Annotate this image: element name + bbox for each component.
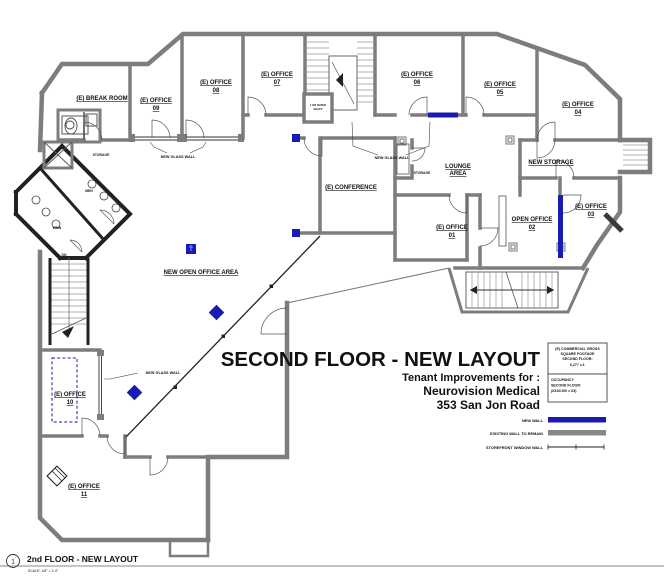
label-office10-name: (E) OFFICE: [54, 392, 86, 398]
sheet-subtitle-1: Tenant Improvements for :: [402, 372, 540, 384]
label-stair-direction: DN: [62, 253, 67, 257]
sheet-subtitle-3: 353 San Jon Road: [437, 398, 540, 412]
door-swings: [81, 96, 582, 476]
stairs-bay: [447, 267, 590, 314]
sheet-number: 1: [11, 559, 15, 566]
footer-label: 2nd FLOOR - NEW LAYOUT: [27, 554, 139, 564]
annotation-new-glass-wall-left: NEW GLASS WALL: [161, 155, 196, 159]
info-sf-line2: SQUARE FOOTAGE: [561, 352, 595, 356]
legend-existing-wall-label: EXISTING WALL TO REMAIN: [490, 431, 543, 436]
info-box: (E) COMMERCIAL GROSS SQUARE FOOTAGE SECO…: [547, 342, 608, 403]
label-office06-name: (E) OFFICE: [401, 72, 433, 78]
label-office07-name: (E) OFFICE: [261, 72, 293, 78]
annotation-new-glass-wall-wing: NEW GLASS WALL: [146, 371, 181, 375]
office03-bay-wall: [603, 212, 624, 233]
column-3: [126, 384, 143, 401]
label-conference: (E) CONFERENCE: [325, 185, 377, 191]
label-office10-num: 10: [67, 400, 74, 406]
new-wall-office03: [558, 195, 563, 258]
column-2: [208, 304, 225, 321]
label-office11-num: 11: [81, 492, 88, 498]
label-new-storage: NEW STORAGE: [528, 160, 573, 166]
label-shaft-2: SHAFT: [314, 107, 323, 111]
footer-scale: SCALE: 1/8" = 1'-0": [28, 569, 59, 573]
legend-existing-wall-swatch: [548, 430, 606, 436]
label-wmn: WMN: [53, 226, 62, 230]
label-office04-name: (E) OFFICE: [562, 102, 594, 108]
new-wall-post-2: [292, 229, 300, 237]
label-office09-num: 09: [153, 106, 160, 112]
sheet-subtitle-2: Neurovision Medical: [423, 384, 540, 398]
column-1-cross: [189, 245, 193, 251]
legend-new-wall-label: NEW WALL: [522, 418, 544, 423]
info-sf-line1: (E) COMMERCIAL GROSS: [555, 347, 600, 351]
storefront-window-wall: [125, 235, 450, 438]
label-lounge-2: AREA: [449, 171, 467, 177]
label-shaft-1: 1 HR RATED: [310, 103, 326, 107]
break-room-counter: [61, 115, 89, 135]
annotation-new-glass-wall-mid: NEW GLASS WALL: [375, 156, 410, 160]
label-office05-name: (E) OFFICE: [484, 82, 516, 88]
glass-walls: [97, 134, 244, 420]
label-office08-num: 08: [213, 88, 220, 94]
exit-door-symbol: [46, 465, 68, 487]
info-occ-value: (6310/100 = 63): [551, 389, 577, 393]
new-wall-office06: [428, 112, 458, 118]
stairs-top: [302, 41, 374, 124]
label-office08-name: (E) OFFICE: [200, 80, 232, 86]
label-office09-name: (E) OFFICE: [140, 98, 172, 104]
elevator: [56, 108, 102, 144]
label-office03-num: 03: [588, 212, 595, 218]
label-office01-name: (E) OFFICE: [436, 225, 468, 231]
stairs-wing: [48, 258, 90, 345]
restroom-fixtures: [31, 179, 121, 253]
label-lounge-1: LOUNGE: [445, 164, 471, 170]
label-office07-num: 07: [274, 80, 281, 86]
info-occ-line1: OCCUPANCY: [551, 378, 574, 382]
label-men: MEN: [85, 189, 93, 193]
info-sf-value: 6,277 s.f.: [570, 363, 585, 367]
label-office03-name: (E) OFFICE: [575, 204, 607, 210]
stairs-right-hatch: [623, 144, 648, 166]
label-new-open-office: NEW OPEN OFFICE AREA: [164, 270, 239, 276]
label-office04-num: 04: [575, 110, 582, 116]
label-office01-num: 01: [449, 233, 456, 239]
info-sf-line3: SECOND FLOOR:: [562, 357, 592, 361]
sheet-title: SECOND FLOOR - NEW LAYOUT: [221, 348, 541, 371]
info-occ-line2: SECOND FLOOR:: [551, 384, 581, 388]
label-office06-num: 06: [414, 80, 421, 86]
footer-titlebar: 1 2nd FLOOR - NEW LAYOUT SCALE: 1/8" = 1…: [0, 554, 664, 573]
storage-shaft-xbox: [42, 140, 74, 170]
interior-walls: [38, 32, 622, 558]
label-office11-name: (E) OFFICE: [68, 484, 100, 490]
label-storage-mid: STORAGE: [414, 171, 431, 175]
furniture: [396, 135, 566, 252]
new-wall-post-1: [292, 134, 300, 142]
label-break-room: (E) BREAK ROOM: [76, 96, 127, 102]
legend-storefront-label: STOREFRONT WINDOW WALL: [486, 445, 544, 450]
sheet-number-bubble: [6, 554, 20, 568]
label-open-office02-num: 02: [529, 225, 536, 231]
title-block: SECOND FLOOR - NEW LAYOUT Tenant Improve…: [221, 348, 541, 412]
label-open-office02-name: OPEN OFFICE: [512, 217, 553, 223]
new-glass-dashed-outline: [51, 357, 78, 423]
label-storage-left: STORAGE: [93, 153, 110, 157]
legend-storefront-swatch: [547, 444, 605, 450]
legend: NEW WALL EXISTING WALL TO REMAIN STOREFR…: [486, 417, 606, 450]
label-office05-num: 05: [497, 90, 504, 96]
annotation-leaders: [104, 121, 431, 380]
restroom-walls: [13, 143, 133, 261]
legend-new-wall-swatch: [548, 417, 606, 423]
